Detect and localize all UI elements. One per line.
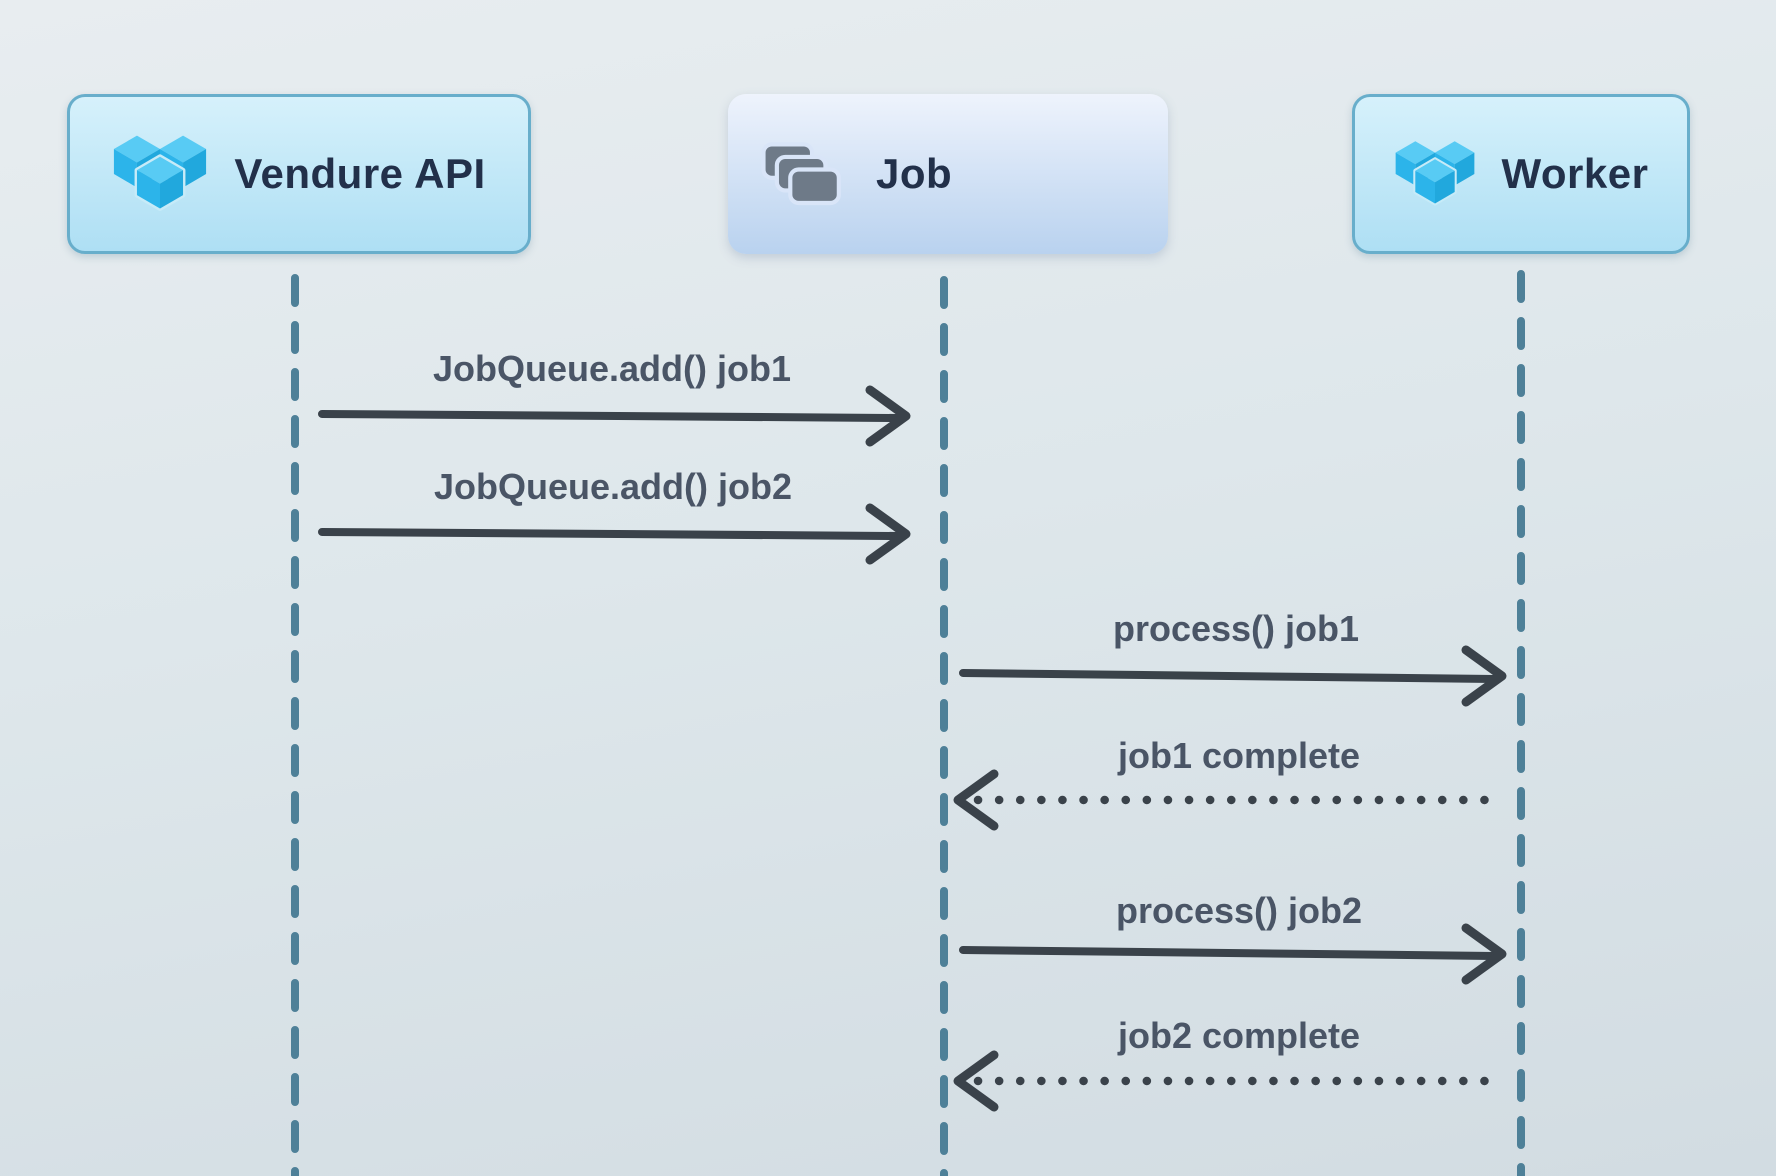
message-label-job1-complete: job1 complete — [1117, 735, 1361, 776]
vendure-logo-icon — [1395, 141, 1474, 206]
actor-label-vendure-api: Vendure API — [234, 150, 486, 197]
arrowhead-left-icon — [953, 1050, 999, 1112]
actor-label-job: Job — [876, 150, 953, 197]
arrowhead-right-icon — [1461, 645, 1507, 707]
arrowhead-right-icon — [865, 503, 911, 565]
stacked-cards-icon — [761, 141, 841, 205]
message-label-process-job1: process() job1 — [1112, 608, 1360, 649]
arrowhead-right-icon — [865, 385, 911, 447]
message-label-process-job2: process() job2 — [1115, 890, 1363, 931]
arrow-process-job1 — [959, 669, 1498, 683]
actor-worker: Worker — [1352, 94, 1690, 254]
arrow-process-job2 — [959, 946, 1498, 960]
arrowhead-right-icon — [1461, 923, 1507, 985]
actor-label-worker: Worker — [1501, 150, 1649, 197]
message-label-job2-complete: job2 complete — [1117, 1015, 1361, 1056]
arrowhead-left-icon — [953, 769, 999, 831]
arrow-jobqueue-add-job1 — [318, 410, 902, 422]
message-label-jobqueue-add-job2: JobQueue.add() job2 — [433, 466, 793, 507]
vendure-logo-icon — [114, 135, 207, 211]
message-label-jobqueue-add-job1: JobQueue.add() job1 — [432, 348, 792, 389]
arrow-jobqueue-add-job2 — [318, 528, 902, 540]
actor-vendure-api: Vendure API — [67, 94, 531, 254]
actor-job: Job — [728, 94, 1168, 254]
